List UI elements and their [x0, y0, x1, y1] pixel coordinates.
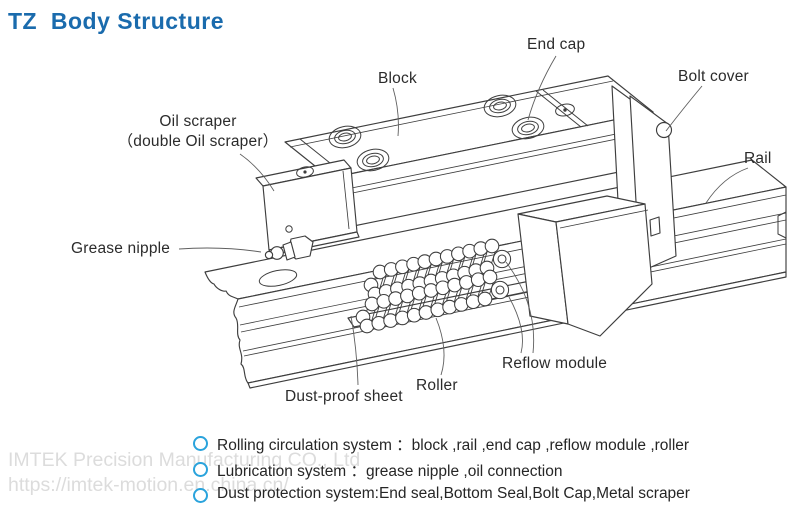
label-block: Block — [378, 70, 417, 87]
feature-item: Dust protection system:End seal,Bottom S… — [217, 485, 690, 502]
bolt-cover-dome — [655, 121, 673, 139]
scraper-screw-hole — [296, 166, 314, 178]
mounting-hole — [356, 148, 390, 172]
label-reflow-module: Reflow module — [502, 355, 608, 372]
watermark-company: IMTEK Precision Manufacturing CO., Ltd — [8, 449, 361, 471]
roller-chains-drawing — [355, 238, 512, 334]
label-oil-scraper-line1: Oil scraper — [159, 113, 237, 130]
mounting-hole — [511, 116, 545, 140]
bullet-icon — [193, 462, 208, 477]
label-dust-proof-sheet: Dust-proof sheet — [285, 388, 403, 405]
leader-lines — [178, 55, 749, 386]
end-cap-screw-hole — [555, 103, 575, 117]
block-drawing — [284, 75, 659, 231]
bullet-icon — [193, 436, 208, 451]
label-oil-scraper-line2: （double Oil scraper） — [117, 133, 279, 150]
mounting-hole — [328, 125, 362, 149]
bullet-icon — [193, 488, 208, 503]
oil-scraper-drawing — [255, 159, 360, 261]
label-end-cap: End cap — [527, 36, 586, 53]
grease-nipple-drawing — [264, 235, 314, 261]
feature-item: Rolling circulation system ：block ,rail … — [217, 437, 690, 454]
end-cap-joint-line — [535, 90, 582, 128]
label-roller: Roller — [416, 377, 458, 394]
reflow-module-drawing — [517, 195, 653, 337]
label-grease-nipple: Grease nipple — [71, 240, 171, 257]
watermark-url: https://imtek-motion.en.china.cn/ — [8, 474, 289, 496]
label-bolt-cover: Bolt cover — [678, 68, 749, 85]
mounting-hole — [483, 94, 517, 118]
label-rail: Rail — [744, 150, 772, 167]
page-title: TZ Body Structure — [8, 8, 225, 34]
label-oil-scraper: Oil scraper （double Oil scraper） — [96, 112, 300, 152]
rail-bolt-hole — [258, 269, 298, 287]
feature-item: Lubrication system ：grease nipple ,oil c… — [217, 463, 563, 480]
